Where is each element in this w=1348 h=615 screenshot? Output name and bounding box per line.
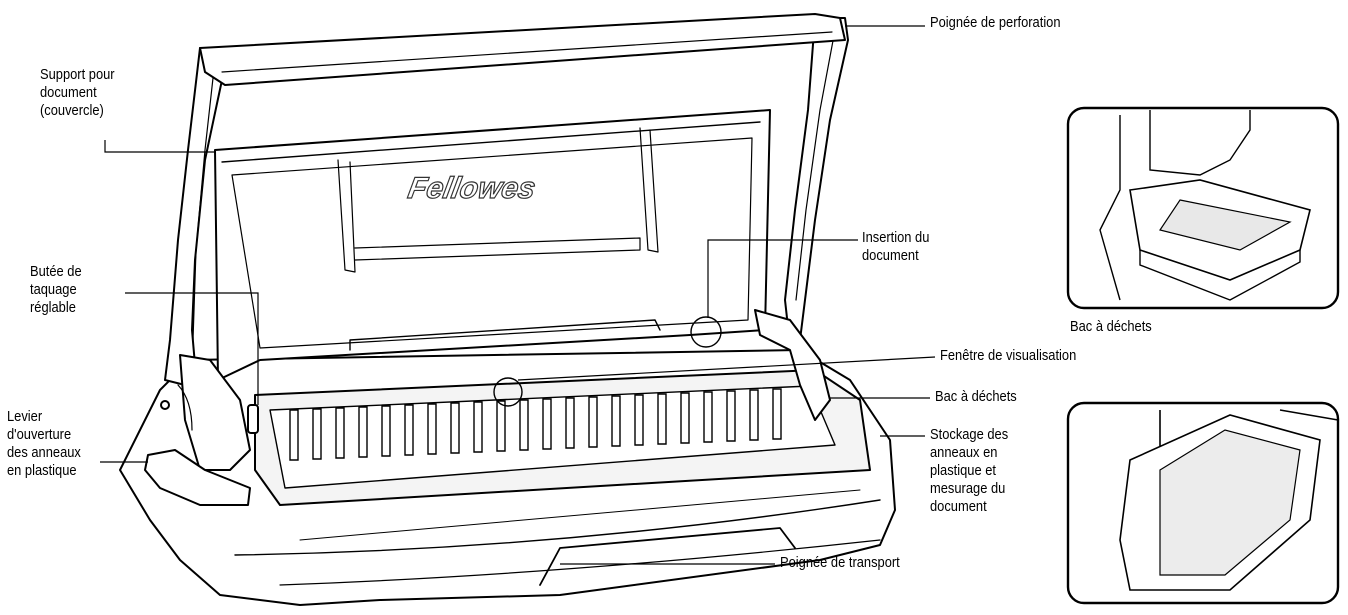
brand-logo: Fellowes — [406, 172, 538, 205]
viewing-window-circle — [493, 377, 523, 407]
comb-teeth — [289, 388, 782, 461]
label-viewing-window: Fenêtre de visualisation — [940, 347, 1077, 364]
document-support-lid — [214, 109, 771, 381]
punch-handle — [199, 13, 846, 86]
label-carry-handle: Poignée de transport — [780, 554, 900, 571]
label-document-support: Support pour document (couvercle) — [40, 66, 115, 119]
label-waste-tray: Bac à déchets — [935, 388, 1017, 405]
carry-handle — [539, 527, 796, 586]
ring-storage-inset — [1066, 401, 1340, 605]
binding-machine-illustration — [119, 13, 896, 606]
waste-tray-inset — [1066, 106, 1340, 310]
label-punch-handle: Poignée de perforation — [930, 14, 1061, 31]
document-insertion-circle — [690, 316, 722, 348]
ring-opener-lever — [144, 449, 251, 506]
leader-lines — [100, 25, 936, 565]
label-adjustable-stop: Butée de taquage réglable — [30, 263, 82, 316]
adjustable-stop — [247, 404, 259, 434]
right-arm — [784, 17, 849, 346]
label-ring-storage: Stockage des anneaux en plastique et mes… — [930, 426, 1009, 515]
inset-caption-waste-tray: Bac à déchets — [1070, 318, 1152, 335]
label-ring-opener-lever: Levier d'ouverture des anneaux en plasti… — [7, 408, 81, 479]
label-document-insertion: Insertion du document — [862, 229, 930, 264]
